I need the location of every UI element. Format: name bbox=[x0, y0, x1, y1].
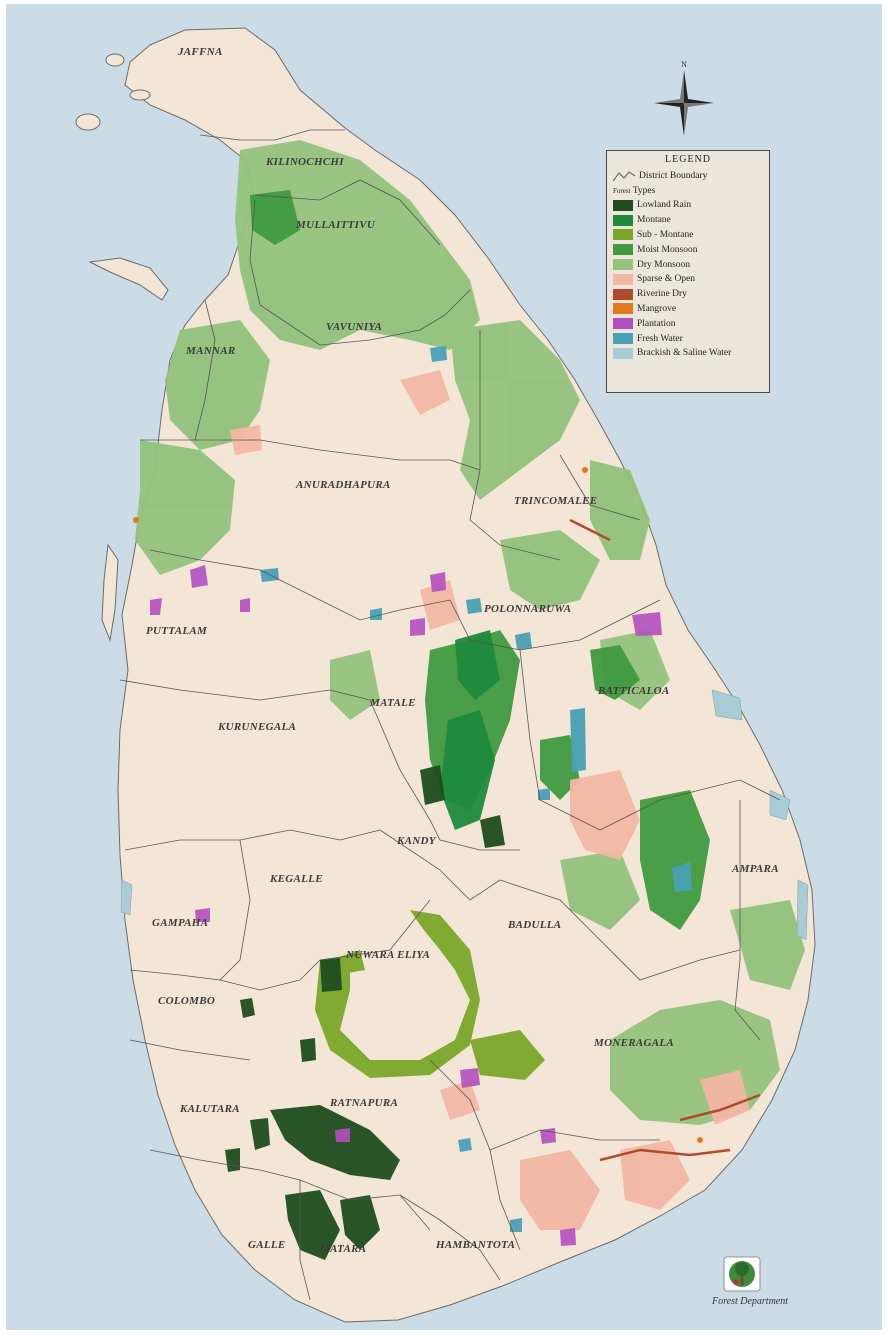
label-kandy: KANDY bbox=[396, 835, 437, 847]
label-batticaloa: BATTICALOA bbox=[597, 685, 669, 697]
legend-swatch bbox=[613, 333, 633, 345]
legend-item: Plantation bbox=[613, 316, 763, 331]
label-ratnapura: RATNAPURA bbox=[329, 1097, 398, 1109]
legend-item-label: Sub - Montane bbox=[637, 229, 694, 240]
legend-item: Brackish & Saline Water bbox=[613, 346, 763, 361]
islet bbox=[105, 53, 125, 67]
legend-item: Sub - Montane bbox=[613, 228, 763, 243]
legend-item: Lowland Rain bbox=[613, 198, 763, 213]
legend-item: Fresh Water bbox=[613, 331, 763, 346]
legend-swatch bbox=[613, 347, 633, 359]
boundary-line-icon bbox=[613, 171, 635, 182]
label-hambantota: HAMBANTOTA bbox=[435, 1239, 515, 1251]
label-kalutara: KALUTARA bbox=[179, 1103, 240, 1115]
dry-monsoon-forest bbox=[135, 140, 805, 1125]
legend-swatch bbox=[613, 244, 633, 256]
district-labels: JAFFNA KILINOCHCHI MULLAITTIVU VAVUNIYA … bbox=[146, 46, 779, 1255]
legend-item: Dry Monsoon bbox=[613, 257, 763, 272]
legend-item-label: Montane bbox=[637, 215, 671, 226]
label-polonnaruwa: POLONNARUWA bbox=[484, 603, 571, 615]
kalpitiya-peninsula bbox=[101, 543, 119, 642]
legend-swatch bbox=[613, 229, 633, 241]
legend-item: Montane bbox=[613, 213, 763, 228]
legend-item: Moist Monsoon bbox=[613, 242, 763, 257]
legend-types-label: Types bbox=[632, 186, 656, 196]
legend-item-label: Plantation bbox=[637, 318, 676, 329]
legend-swatch bbox=[613, 273, 633, 285]
label-moneragala: MONERAGALA bbox=[593, 1037, 674, 1049]
legend-swatch bbox=[613, 303, 633, 315]
legend-swatch bbox=[613, 318, 633, 330]
label-kegalle: KEGALLE bbox=[269, 873, 323, 885]
label-mullaitivu: MULLAITTIVU bbox=[295, 219, 376, 231]
label-trincomalee: TRINCOMALEE bbox=[514, 495, 597, 507]
legend-item: Mangrove bbox=[613, 302, 763, 317]
legend-item-label: Brackish & Saline Water bbox=[637, 348, 732, 359]
mannar-island bbox=[88, 257, 169, 301]
legend-item-label: Lowland Rain bbox=[637, 200, 692, 211]
legend-swatch bbox=[613, 199, 633, 211]
legend-item: Sparse & Open bbox=[613, 272, 763, 287]
label-kilinochchi: KILINOCHCHI bbox=[265, 156, 344, 168]
label-nuwara-eliya: NUWARA ELIYA bbox=[345, 949, 430, 961]
label-matara: MATARA bbox=[319, 1243, 366, 1255]
legend-swatch bbox=[613, 214, 633, 226]
islet bbox=[129, 89, 151, 101]
legend-item-label: Riverine Dry bbox=[637, 289, 687, 300]
label-badulla: BADULLA bbox=[507, 919, 561, 931]
label-mannar: MANNAR bbox=[185, 345, 235, 357]
legend-types-row: Forest Types bbox=[613, 184, 763, 198]
legend-types-prefix: Forest bbox=[613, 187, 631, 195]
legend-item-label: Sparse & Open bbox=[637, 274, 696, 285]
riverine-dry-forest bbox=[569, 518, 761, 1162]
label-kurunegala: KURUNEGALA bbox=[217, 721, 296, 733]
legend-item-label: Fresh Water bbox=[637, 333, 683, 344]
islet bbox=[75, 113, 101, 131]
legend-swatch bbox=[613, 259, 633, 271]
compass-north-label: N bbox=[681, 60, 687, 69]
forest-department-label: Forest Department bbox=[712, 1296, 789, 1307]
legend-item-label: Moist Monsoon bbox=[637, 244, 698, 255]
legend-item: Riverine Dry bbox=[613, 287, 763, 302]
legend-title: LEGEND bbox=[665, 154, 711, 165]
legend-item-label: Mangrove bbox=[637, 303, 677, 314]
label-anuradhapura: ANURADHAPURA bbox=[295, 479, 391, 491]
legend-boundary-label: District Boundary bbox=[639, 171, 708, 181]
label-jaffna: JAFFNA bbox=[177, 46, 223, 58]
label-ampara: AMPARA bbox=[731, 863, 779, 875]
compass-rose-icon: N bbox=[654, 60, 714, 136]
label-colombo: COLOMBO bbox=[158, 995, 215, 1007]
label-galle: GALLE bbox=[248, 1239, 286, 1251]
forest-department-logo-icon bbox=[723, 1256, 761, 1292]
label-puttalam: PUTTALAM bbox=[146, 625, 208, 637]
label-vavuniya: VAVUNIYA bbox=[326, 321, 382, 333]
legend-item-label: Dry Monsoon bbox=[637, 259, 691, 270]
lowland-rain-forest bbox=[225, 765, 505, 1260]
legend-boundary-row: District Boundary bbox=[613, 168, 763, 184]
montane-forest bbox=[440, 630, 500, 830]
label-gampaha: GAMPAHA bbox=[152, 917, 208, 929]
legend-swatch bbox=[613, 288, 633, 300]
label-matale: MATALE bbox=[369, 697, 416, 709]
map-legend: LEGEND District Boundary Forest Types Lo… bbox=[606, 150, 770, 393]
mangrove-forest bbox=[133, 467, 703, 1143]
fresh-water bbox=[260, 346, 692, 1232]
district-boundaries bbox=[119, 129, 781, 1301]
